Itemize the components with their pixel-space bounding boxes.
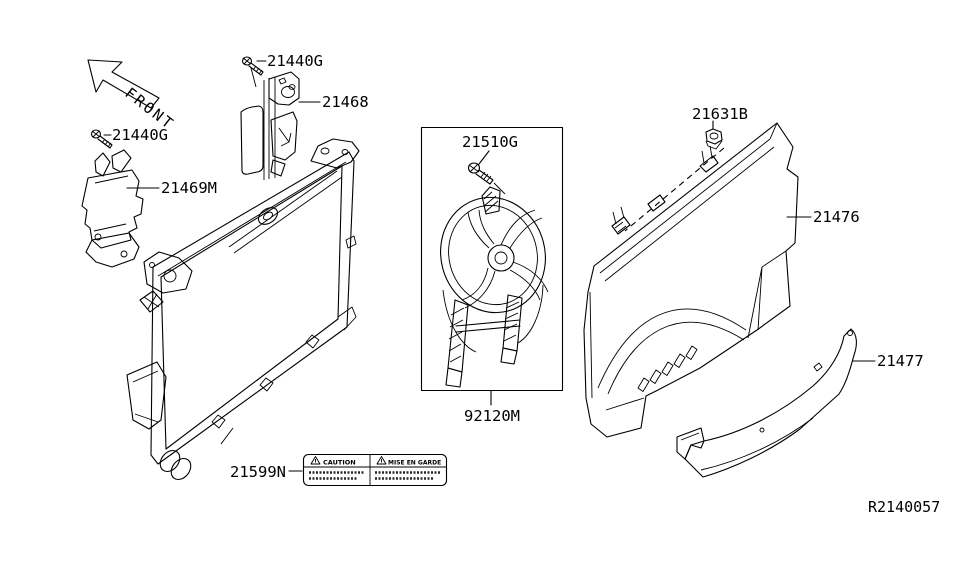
part-label-21631b: 21631B (692, 105, 748, 123)
nut-21631b-drawing (624, 128, 725, 232)
front-direction-arrow (87, 59, 160, 109)
part-label-21476: 21476 (813, 208, 860, 226)
air-guide-21469m-drawing (81, 149, 144, 268)
label-leader-lines (103, 60, 876, 472)
shroud-lower-21477-drawing (676, 328, 857, 478)
bracket-21468-drawing (240, 67, 300, 180)
part-label-21440g-top: 21440G (267, 52, 323, 70)
part-label-21477: 21477 (877, 352, 924, 370)
part-label-92120m: 92120M (464, 407, 520, 425)
warning-triangle-icon (310, 456, 321, 465)
caution-plate-drawing (302, 453, 448, 487)
part-label-21599n: 21599N (230, 463, 286, 481)
warning-triangle-icon (376, 456, 387, 465)
shroud-upper-21476-drawing (583, 122, 799, 438)
part-label-21469m: 21469M (161, 179, 217, 197)
caution-heading-fr: MISE EN GARDE (388, 460, 441, 467)
screw-21510g-drawing (467, 162, 506, 195)
caution-heading-en: CAUTION (323, 459, 356, 467)
screw-21440g-top-drawing (241, 56, 264, 76)
caution-fine-print (309, 471, 440, 480)
fan-assembly-92120m-drawing (420, 126, 564, 392)
part-label-21440g-left: 21440G (112, 126, 168, 144)
screw-21440g-left-drawing (90, 129, 113, 149)
part-label-21510g: 21510G (462, 133, 518, 151)
radiator-drawing (126, 138, 360, 481)
part-label-21468: 21468 (322, 93, 369, 111)
diagram-reference-code: R2140057 (868, 498, 940, 516)
